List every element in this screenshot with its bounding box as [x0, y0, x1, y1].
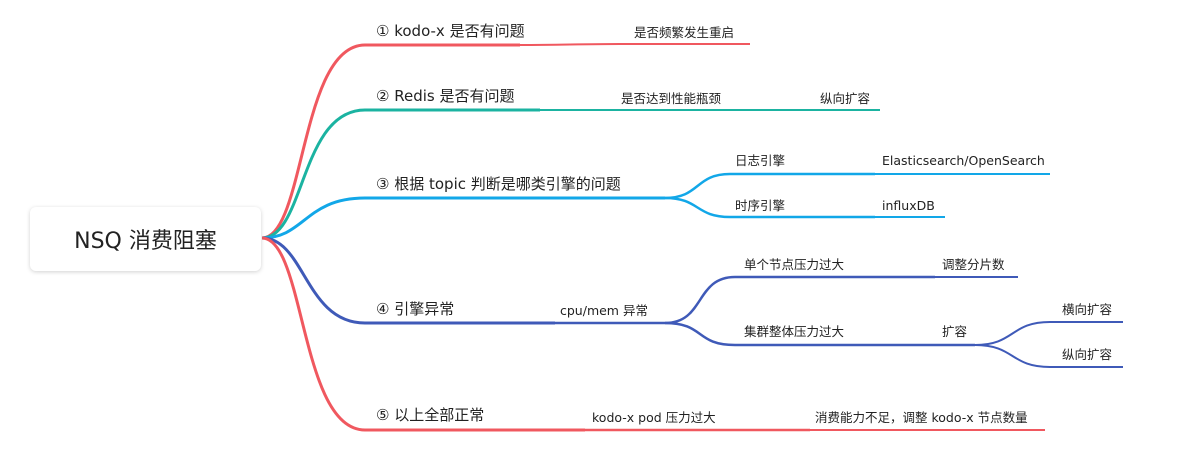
branch-4-v[interactable]: 纵向扩容 [1062, 347, 1113, 362]
connector-b4-single [664, 275, 935, 325]
branch-1-label[interactable]: ① kodo-x 是否有问题 [376, 22, 525, 40]
root-node-label: NSQ 消费阻塞 [74, 229, 217, 254]
connector-b5 [261, 236, 585, 432]
branch-4-label[interactable]: ④ 引擎异常 [376, 300, 455, 318]
branch-1-child[interactable]: 是否频繁发生重启 [634, 25, 735, 40]
connector-b4-h [974, 321, 1123, 346]
root-node[interactable]: NSQ 消费阻塞 [30, 207, 261, 271]
branch-3-ts-child[interactable]: influxDB [882, 198, 935, 213]
branch-4-cluster[interactable]: 集群整体压力过大 [744, 324, 845, 339]
branch-4-cluster-child[interactable]: 扩容 [942, 324, 968, 339]
branch-5-child[interactable]: kodo-x pod 压力过大 [592, 410, 716, 425]
branch-4-child[interactable]: cpu/mem 异常 [560, 303, 648, 318]
branch-2-child[interactable]: 是否达到性能瓶颈 [621, 91, 722, 106]
branch-3-ts[interactable]: 时序引擎 [735, 198, 786, 213]
branch-5-label[interactable]: ⑤ 以上全部正常 [376, 406, 485, 424]
branch-2-grandchild[interactable]: 纵向扩容 [820, 91, 871, 106]
connector-b2 [261, 108, 540, 240]
connector-b3 [261, 196, 665, 240]
branch-2-label[interactable]: ② Redis 是否有问题 [376, 87, 515, 105]
connector-b4-cluster [664, 321, 975, 347]
branch-4-single-child[interactable]: 调整分片数 [942, 257, 1005, 272]
branch-4-h[interactable]: 横向扩容 [1062, 302, 1113, 317]
connector-b4 [261, 236, 555, 325]
underline-b1-child [519, 43, 750, 46]
connector-b4-v [974, 344, 1123, 368]
connector-b3-log [664, 172, 875, 200]
branch-3-label[interactable]: ③ 根据 topic 判断是哪类引擎的问题 [376, 175, 621, 193]
connector-b3-ts [664, 196, 875, 219]
branch-3-log-child[interactable]: Elasticsearch/OpenSearch [882, 153, 1045, 168]
branch-3-log[interactable]: 日志引擎 [735, 153, 786, 168]
branch-4-single[interactable]: 单个节点压力过大 [744, 257, 845, 272]
branch-5-grandchild[interactable]: 消费能力不足，调整 kodo-x 节点数量 [815, 410, 1028, 425]
connector-b1 [261, 43, 520, 240]
